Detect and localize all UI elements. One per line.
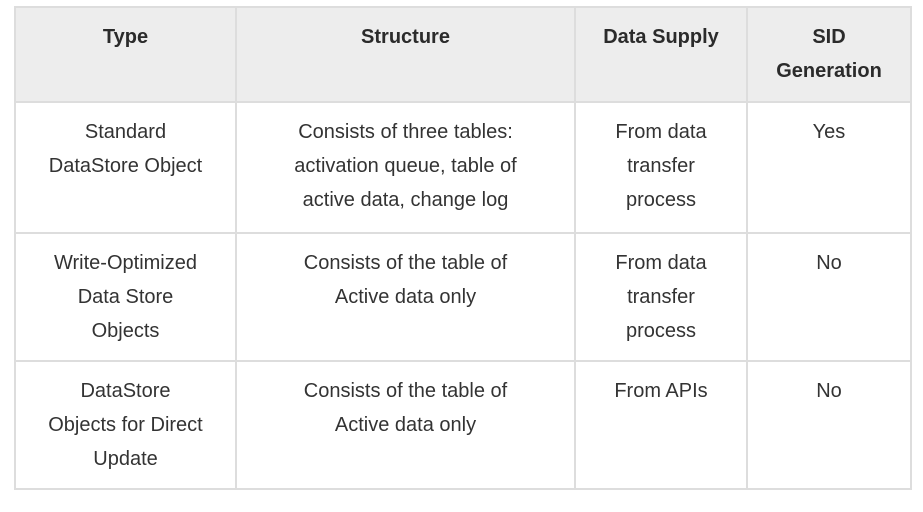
header-row: Type Structure Data Supply SID Generatio… <box>14 6 912 103</box>
cell-type: DataStore Objects for Direct Update <box>14 360 237 490</box>
header-cell-structure: Structure <box>235 6 576 103</box>
table-row: DataStore Objects for Direct Update Cons… <box>14 360 912 490</box>
cell-structure: Consists of the table of Active data onl… <box>235 360 576 490</box>
cell-data-supply: From data transfer process <box>574 232 748 362</box>
cell-data-supply: From APIs <box>574 360 748 490</box>
cell-sid-generation: No <box>746 232 912 362</box>
cell-sid-generation: No <box>746 360 912 490</box>
header-cell-type: Type <box>14 6 237 103</box>
cell-structure: Consists of three tables: activation que… <box>235 101 576 234</box>
cell-type: Standard DataStore Object <box>14 101 237 234</box>
cell-structure: Consists of the table of Active data onl… <box>235 232 576 362</box>
table-header: Type Structure Data Supply SID Generatio… <box>14 6 912 103</box>
cell-sid-generation: Yes <box>746 101 912 234</box>
table-body: Standard DataStore Object Consists of th… <box>14 101 912 490</box>
cell-type: Write-Optimized Data Store Objects <box>14 232 237 362</box>
header-cell-data-supply: Data Supply <box>574 6 748 103</box>
cell-data-supply: From data transfer process <box>574 101 748 234</box>
table-row: Write-Optimized Data Store Objects Consi… <box>14 232 912 362</box>
header-cell-sid-generation: SID Generation <box>746 6 912 103</box>
table-row: Standard DataStore Object Consists of th… <box>14 101 912 234</box>
datastore-types-table: Type Structure Data Supply SID Generatio… <box>14 6 912 490</box>
